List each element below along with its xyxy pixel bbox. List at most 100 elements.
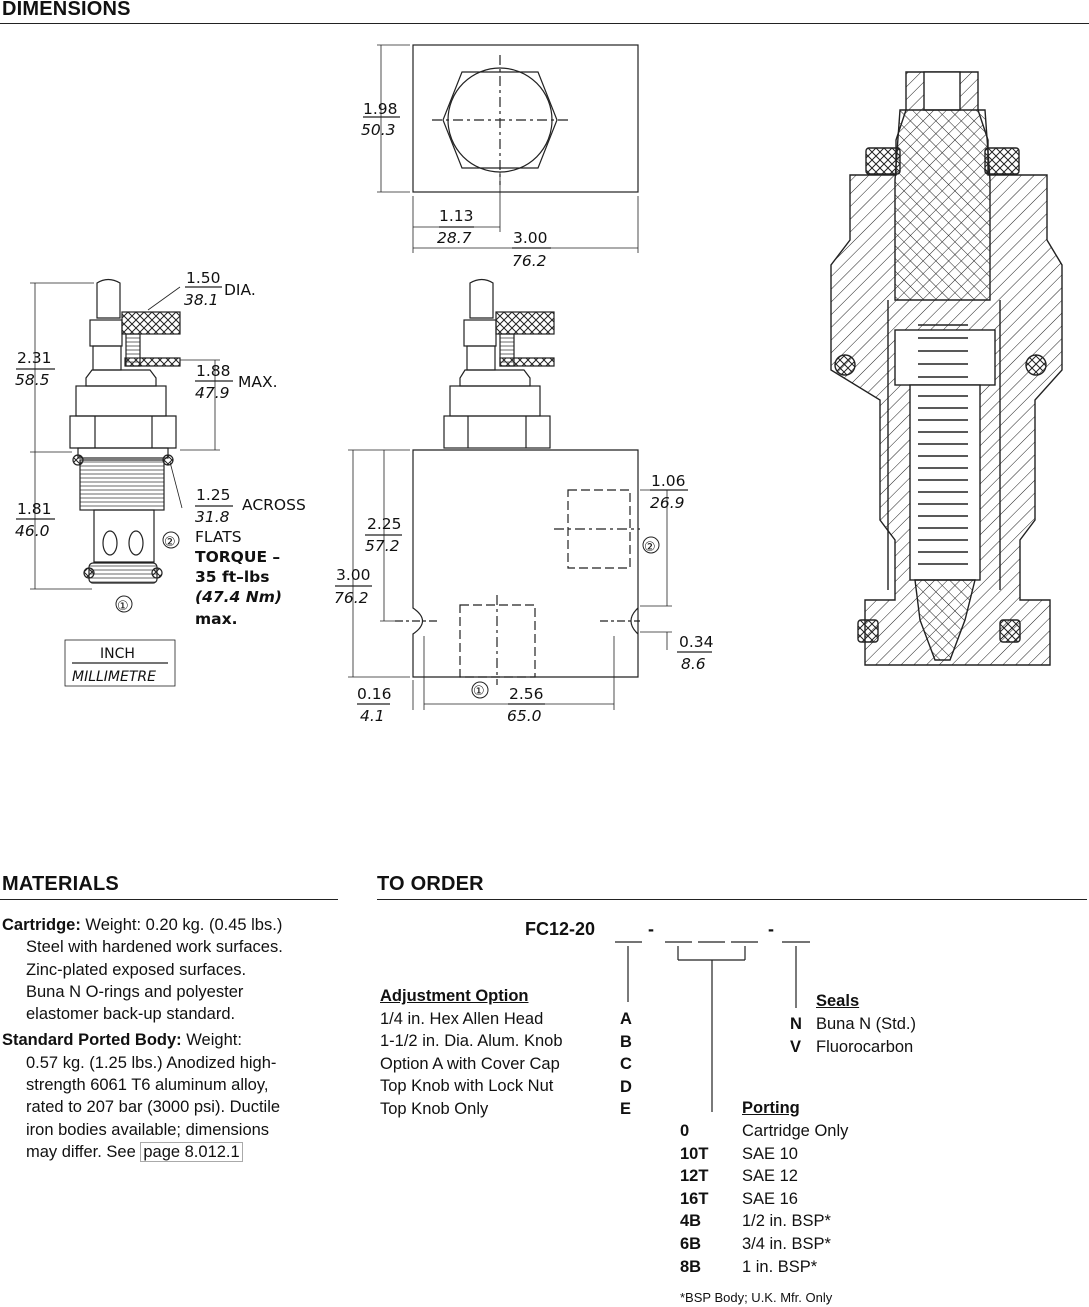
dim-flats-in: 1.25: [196, 486, 231, 504]
dim-top-h-mm: 50.3: [361, 121, 396, 139]
dim-max-in: 1.88: [196, 362, 231, 380]
dim-mid-mm: 57.2: [365, 537, 400, 555]
torque-1: TORQUE –: [195, 548, 280, 566]
body-port-1: ①: [473, 684, 485, 699]
adjustment-item: Top Knob with Lock Nut: [380, 1077, 554, 1096]
dim-top-w2-in: 3.00: [513, 229, 548, 247]
body-weight: Weight:: [181, 1031, 242, 1050]
adjustment-code: B: [620, 1032, 632, 1051]
dim-lower-mm: 46.0: [15, 522, 50, 540]
dim-flats: FLATS: [195, 528, 242, 546]
body-port-2: ②: [644, 540, 656, 555]
ported-body-view: [335, 278, 712, 710]
cross-section-view: [830, 71, 1063, 666]
porting-code: 10T: [680, 1144, 709, 1163]
dimension-drawing: 1.98 50.3 1.13 28.7 3.00 76.2 1.50 38.1 …: [15, 44, 1063, 725]
seals-title: Seals: [816, 992, 860, 1010]
legend-mm: MILLIMETRE: [72, 669, 156, 685]
adjustment-title: Adjustment Option: [380, 987, 529, 1005]
dim-side-in: 1.06: [651, 472, 686, 490]
porting-code: 4B: [680, 1212, 702, 1231]
porting-codes: 0 10T 12T 16T 4B 6B 8B: [680, 1120, 728, 1278]
porting-title: Porting: [742, 1099, 800, 1117]
cartridge-label: Cartridge:: [2, 916, 81, 934]
porting-label: SAE 10: [742, 1144, 798, 1163]
seal-code: V: [790, 1037, 802, 1056]
porting-label: 1/2 in. BSP*: [742, 1212, 831, 1231]
to-order-heading: TO ORDER: [377, 873, 484, 895]
porting-code: 8B: [680, 1257, 702, 1276]
adjustment-item: 1/4 in. Hex Allen Head: [380, 1009, 544, 1028]
mat-line: strength 6061 T6 aluminum alloy,: [26, 1076, 269, 1095]
materials-text: Cartridge: Weight: 0.20 kg. (0.45 lbs.) …: [2, 914, 338, 1163]
dim-body-h-in: 3.00: [336, 566, 371, 584]
materials-rule: [0, 899, 338, 900]
dim-max-label: MAX.: [238, 373, 278, 391]
dim-dia-in: 1.50: [186, 269, 221, 287]
adjustment-code: A: [620, 1010, 632, 1028]
dim-span-in: 2.56: [509, 685, 544, 703]
seals-labels: Buna N (Std.) Fluorocarbon: [816, 1013, 916, 1058]
mat-last-line: may differ. See: [26, 1142, 141, 1161]
dim-span-mm: 65.0: [507, 707, 542, 725]
adjustment-code: E: [620, 1100, 632, 1119]
mat-line: Buna N O-rings and polyester: [26, 982, 244, 1001]
adjustment-list: Adjustment Option 1/4 in. Hex Allen Head…: [380, 985, 604, 1121]
dim-bot-mm: 8.6: [681, 655, 706, 673]
dim-cart-h-mm: 58.5: [15, 371, 50, 389]
adjustment-item: 1-1/2 in. Dia. Alum. Knob: [380, 1032, 563, 1051]
materials-heading: MATERIALS: [2, 873, 119, 895]
mat-line: 0.57 kg. (1.25 lbs.) Anodized high-: [26, 1053, 277, 1072]
dim-top-w1-in: 1.13: [439, 207, 474, 225]
mat-line: Zinc-plated exposed surfaces.: [26, 960, 247, 979]
adjustment-code: C: [620, 1055, 632, 1074]
cart-port-2: ②: [164, 535, 176, 550]
mat-line: Steel with hardened work surfaces.: [26, 938, 283, 957]
cart-port-1: ①: [117, 599, 129, 614]
body-label: Standard Ported Body:: [2, 1031, 182, 1050]
adjustment-item: Top Knob Only: [380, 1099, 489, 1118]
dim-dia-mm: 38.1: [184, 291, 219, 309]
dim-off-mm: 4.1: [360, 707, 385, 725]
adjustment-codes: A B C D E: [620, 1008, 632, 1121]
porting-label: 1 in. BSP*: [742, 1257, 818, 1276]
cartridge-view: [16, 278, 233, 613]
porting-code: 6B: [680, 1234, 702, 1253]
porting-labels: Cartridge Only SAE 10 SAE 12 SAE 16 1/2 …: [742, 1120, 848, 1278]
dim-top-w2-mm: 76.2: [512, 252, 547, 270]
top-view: [363, 44, 639, 253]
torque-4: max.: [195, 610, 238, 628]
dim-off-in: 0.16: [357, 685, 392, 703]
porting-label: Cartridge Only: [742, 1122, 849, 1140]
seal-code: N: [790, 1015, 802, 1033]
dim-dia-label: DIA.: [224, 281, 256, 299]
adjustment-item: Option A with Cover Cap: [380, 1054, 560, 1073]
mat-line: elastomer back-up standard.: [26, 1005, 236, 1024]
to-order-rule: [377, 899, 1087, 900]
porting-label: SAE 12: [742, 1167, 798, 1186]
order-code-lines: [615, 941, 810, 1112]
page-link[interactable]: page 8.012.1: [140, 1141, 243, 1162]
porting-code: 0: [680, 1122, 690, 1140]
dim-mid-in: 2.25: [367, 515, 402, 533]
dimensions-rule: [0, 23, 1089, 24]
seal-label: Fluorocarbon: [816, 1037, 914, 1056]
dim-lower-in: 1.81: [17, 500, 52, 518]
dim-cart-h-in: 2.31: [17, 349, 52, 367]
dimensions-heading: DIMENSIONS: [2, 0, 131, 20]
model-code: FC12-20: [525, 919, 596, 939]
dim-side-mm: 26.9: [650, 494, 685, 512]
dim-bot-in: 0.34: [679, 633, 714, 651]
mat-line: iron bodies available; dimensions: [26, 1120, 270, 1139]
dim-top-h-in: 1.98: [363, 100, 398, 118]
mat-line: rated to 207 bar (3000 psi). Ductile: [26, 1098, 281, 1117]
adjustment-code: D: [620, 1077, 632, 1096]
dim-top-w1-mm: 28.7: [437, 229, 472, 247]
legend-inch: INCH: [100, 646, 135, 662]
seals-codes: N V: [790, 1013, 802, 1058]
code-dash-1: -: [648, 919, 654, 939]
torque-3: (47.4 Nm): [195, 588, 282, 606]
porting-label: SAE 16: [742, 1189, 798, 1208]
porting-label: 3/4 in. BSP*: [742, 1234, 831, 1253]
dim-max-mm: 47.9: [195, 384, 230, 402]
